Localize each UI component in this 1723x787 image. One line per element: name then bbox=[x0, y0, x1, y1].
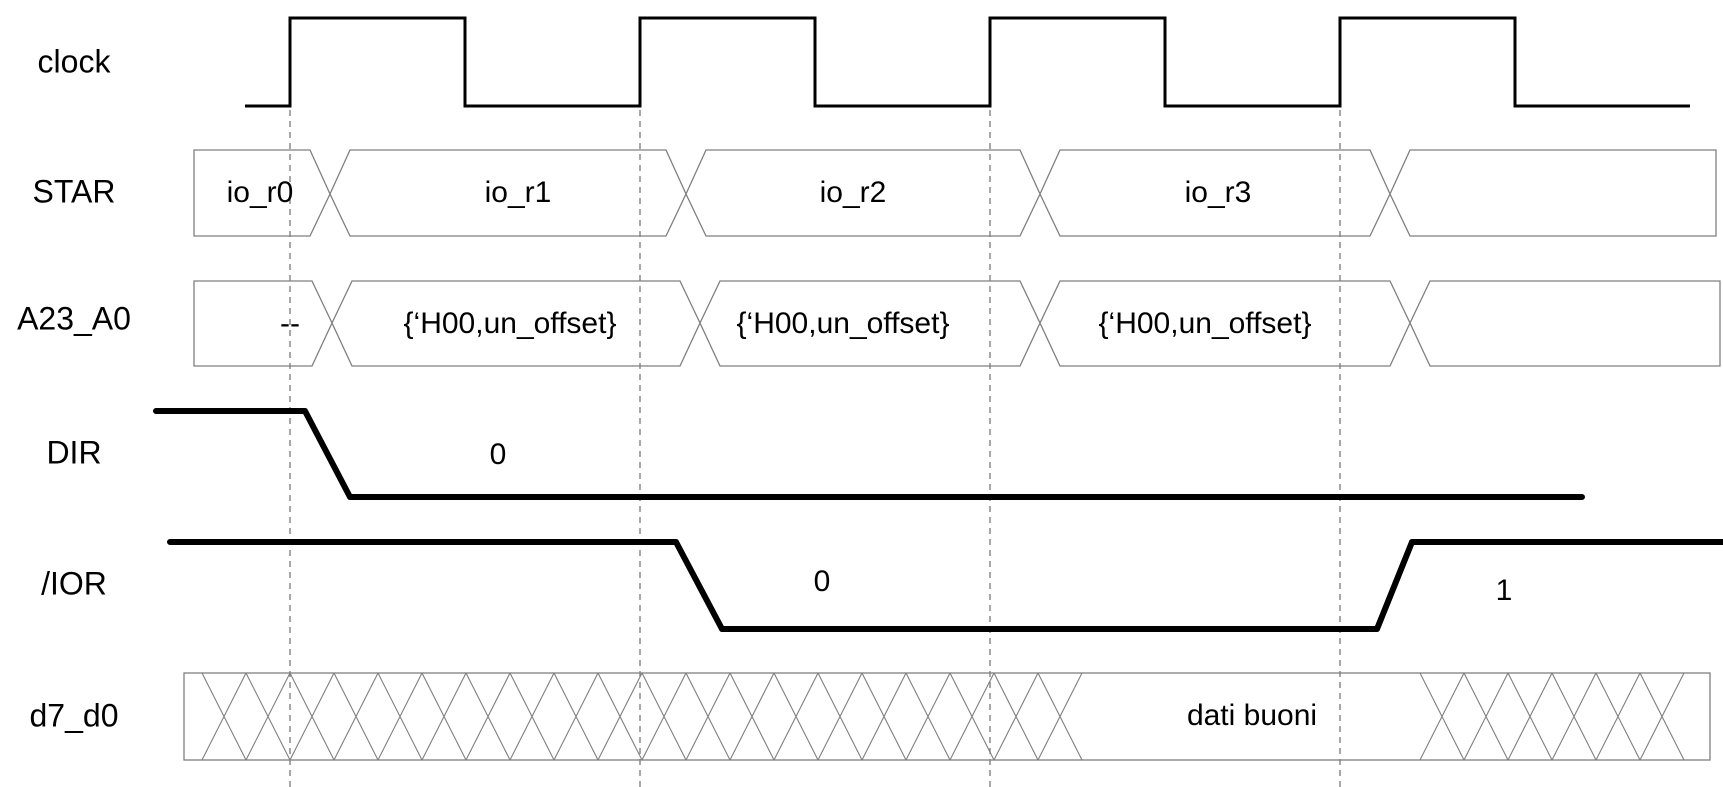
addr-segment-2: {‘H00,un_offset} bbox=[737, 307, 950, 340]
dir-level-label: 0 bbox=[490, 438, 507, 471]
addr-segment-1: {‘H00,un_offset} bbox=[404, 307, 617, 340]
ior-label: /IOR bbox=[41, 565, 107, 601]
signal-labels: clock STAR A23_A0 DIR /IOR d7_d0 bbox=[17, 43, 131, 733]
d7-d0-label: d7_d0 bbox=[30, 697, 119, 733]
ior-low-label: 0 bbox=[814, 565, 831, 598]
clock-edge-guides bbox=[289, 110, 1341, 787]
addr-segment-3: {‘H00,un_offset} bbox=[1099, 307, 1312, 340]
a23-a0-label: A23_A0 bbox=[17, 300, 131, 336]
star-segment-io-r0: io_r0 bbox=[227, 176, 294, 209]
addr-segment-0: -- bbox=[280, 307, 300, 340]
d7-d0-bus: dati buoni bbox=[183, 672, 1711, 761]
a23-a0-bus: -- {‘H00,un_offset} {‘H00,un_offset} {‘H… bbox=[193, 280, 1721, 367]
dir-label: DIR bbox=[46, 434, 101, 470]
d7-d0-valid-label: dati buoni bbox=[1187, 699, 1317, 732]
ior-high-label: 1 bbox=[1496, 574, 1513, 607]
d7-d0-x-marks bbox=[201, 672, 1685, 761]
star-segment-io-r3: io_r3 bbox=[1185, 176, 1252, 209]
clock-label: clock bbox=[38, 43, 112, 79]
star-segment-io-r2: io_r2 bbox=[820, 176, 887, 209]
star-segment-io-r1: io_r1 bbox=[485, 176, 552, 209]
d7-d0-invalid-pattern bbox=[201, 672, 1685, 761]
dir-waveform bbox=[153, 408, 1585, 500]
a23-a0-bus-outline bbox=[193, 280, 1721, 367]
star-bus: io_r0 io_r1 io_r2 io_r3 bbox=[193, 149, 1717, 237]
ior-waveform bbox=[167, 539, 1723, 632]
d7-d0-bus-outline bbox=[183, 672, 1711, 761]
star-bus-outline bbox=[193, 149, 1717, 237]
star-label: STAR bbox=[33, 173, 116, 209]
clock-waveform bbox=[245, 16, 1690, 108]
